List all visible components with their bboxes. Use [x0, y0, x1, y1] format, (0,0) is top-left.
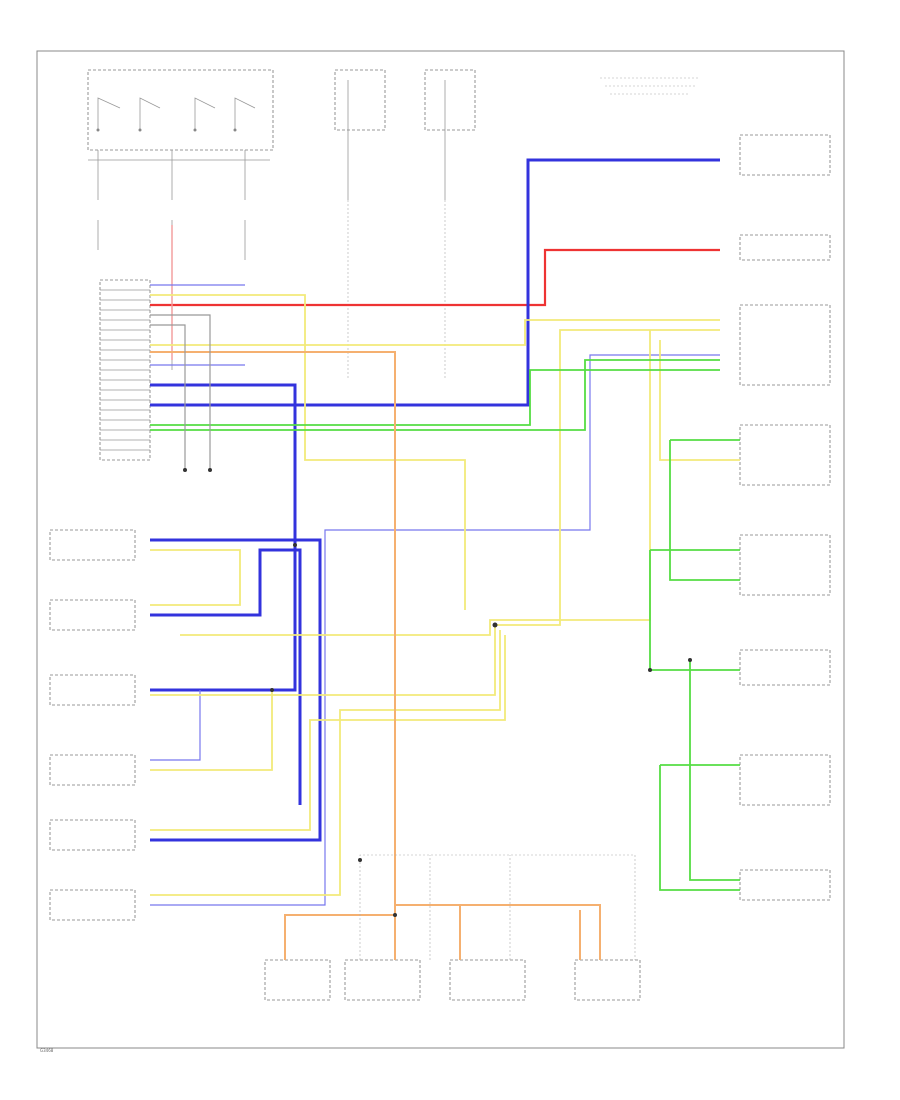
fuse-box-1	[334, 69, 386, 380]
splice-5	[648, 668, 652, 672]
wire-yellow-3	[150, 549, 241, 606]
wire-yellow-8	[180, 330, 651, 636]
diagram-frame	[36, 50, 845, 1049]
wire-blue-left-2	[150, 538, 322, 842]
wire-blue-main	[150, 158, 720, 407]
splice-7	[183, 468, 187, 472]
wire-green-3	[669, 439, 740, 581]
right-component-4	[739, 424, 831, 486]
wire-gray-1	[150, 314, 211, 470]
wire-green-2	[150, 359, 720, 431]
wire-yellow-1	[150, 294, 466, 610]
wire-green-6	[689, 660, 740, 881]
left-module-1	[49, 529, 136, 561]
wire-blue-left	[150, 383, 297, 692]
right-component-8	[739, 869, 831, 901]
right-component-6	[739, 649, 831, 686]
left-module-4	[49, 754, 136, 786]
fuse-box-2	[424, 69, 476, 380]
right-component-5	[739, 534, 831, 596]
wire-green-1	[150, 369, 720, 426]
wire-orange-bottom	[284, 904, 601, 960]
splice-6	[688, 658, 692, 662]
splice-9	[358, 858, 362, 862]
footer-code: G3468	[40, 1048, 54, 1053]
wire-blue-thin-3	[150, 354, 720, 906]
ignition-switch	[87, 69, 274, 370]
splice-3	[492, 622, 498, 628]
wire-green-5	[659, 764, 740, 891]
right-component-7	[739, 754, 831, 806]
wire-yellow-7	[150, 630, 501, 896]
wire-yellow-4	[150, 329, 720, 696]
wire-gray-bottom	[359, 854, 636, 960]
left-module-5	[49, 819, 136, 851]
wire-yellow-5	[150, 690, 273, 771]
left-module-6	[49, 889, 136, 921]
wire-blue-thin-2	[150, 690, 201, 761]
right-component-3	[739, 304, 831, 386]
bottom-module-2	[344, 959, 421, 1001]
wire-orange-bottom-2	[459, 905, 581, 960]
wire-orange-main	[150, 351, 396, 960]
splice-2	[270, 688, 274, 692]
wire-red-main	[150, 248, 720, 307]
bottom-module-4	[574, 959, 641, 1001]
wire-yellow-9	[659, 340, 740, 461]
wire-green-4	[649, 549, 740, 671]
left-module-3	[49, 674, 136, 706]
splice-4	[393, 913, 397, 917]
wire-yellow-6	[150, 635, 506, 831]
right-component-1	[739, 134, 831, 176]
wire-gray-2	[150, 324, 186, 470]
bottom-module-3	[449, 959, 526, 1001]
splice-8	[208, 468, 212, 472]
wire-yellow-2	[150, 319, 720, 346]
left-module-2	[49, 599, 136, 631]
splice-1	[293, 543, 297, 547]
wire-blue-left-3	[150, 548, 302, 805]
right-component-2	[739, 234, 831, 261]
bottom-module-1	[264, 959, 331, 1001]
note-block	[590, 70, 700, 100]
data-link-connector	[99, 279, 151, 461]
